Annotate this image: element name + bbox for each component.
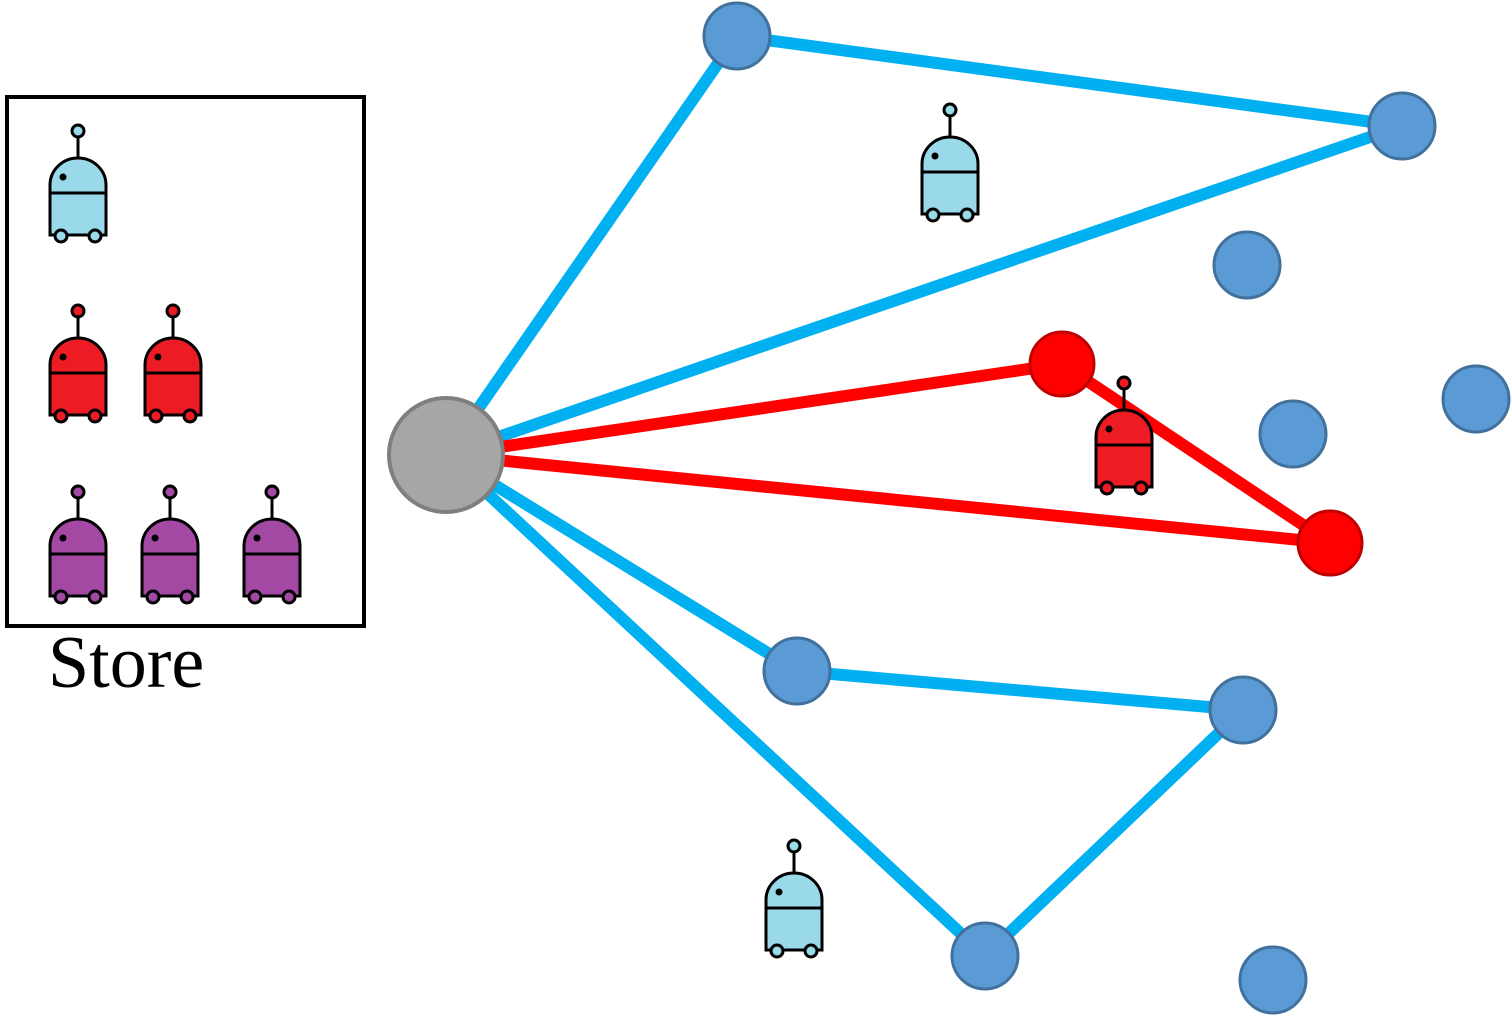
robot-icon [48,303,108,424]
customer-node [762,636,832,706]
store-robots [48,123,302,605]
route-edge [980,705,1248,961]
customer-node [950,921,1020,991]
route-edges [441,30,1404,961]
depot-node [387,396,505,514]
robot-icon [242,484,302,605]
customer-node [1441,364,1511,434]
route-edge [445,358,1063,461]
customer-node [1367,91,1437,161]
route-edge [441,32,742,459]
robot-icon [48,484,108,605]
customer-node [1238,945,1308,1015]
red-route-node [1028,330,1096,398]
customer-node [1212,230,1282,300]
route-edge [441,450,990,961]
route-nodes [387,1,1511,1015]
robot-icon [48,123,108,244]
robot-icon [140,484,200,605]
red-route-node [1296,509,1364,577]
route-edge [444,120,1404,461]
store-label: Store [48,622,205,704]
customer-node [1258,399,1328,469]
robot-icon [1094,375,1154,496]
robots-on-map [764,102,1154,959]
robot-icon [764,838,824,959]
route-edge [1058,359,1334,548]
route-edge [442,449,801,677]
robot-icon [920,102,980,223]
route-edge [736,30,1403,132]
route-edge [796,665,1244,716]
customer-node [702,1,772,71]
customer-node [1208,675,1278,745]
route-edge [445,449,1331,549]
store-box [5,95,366,628]
robot-icon [143,303,203,424]
